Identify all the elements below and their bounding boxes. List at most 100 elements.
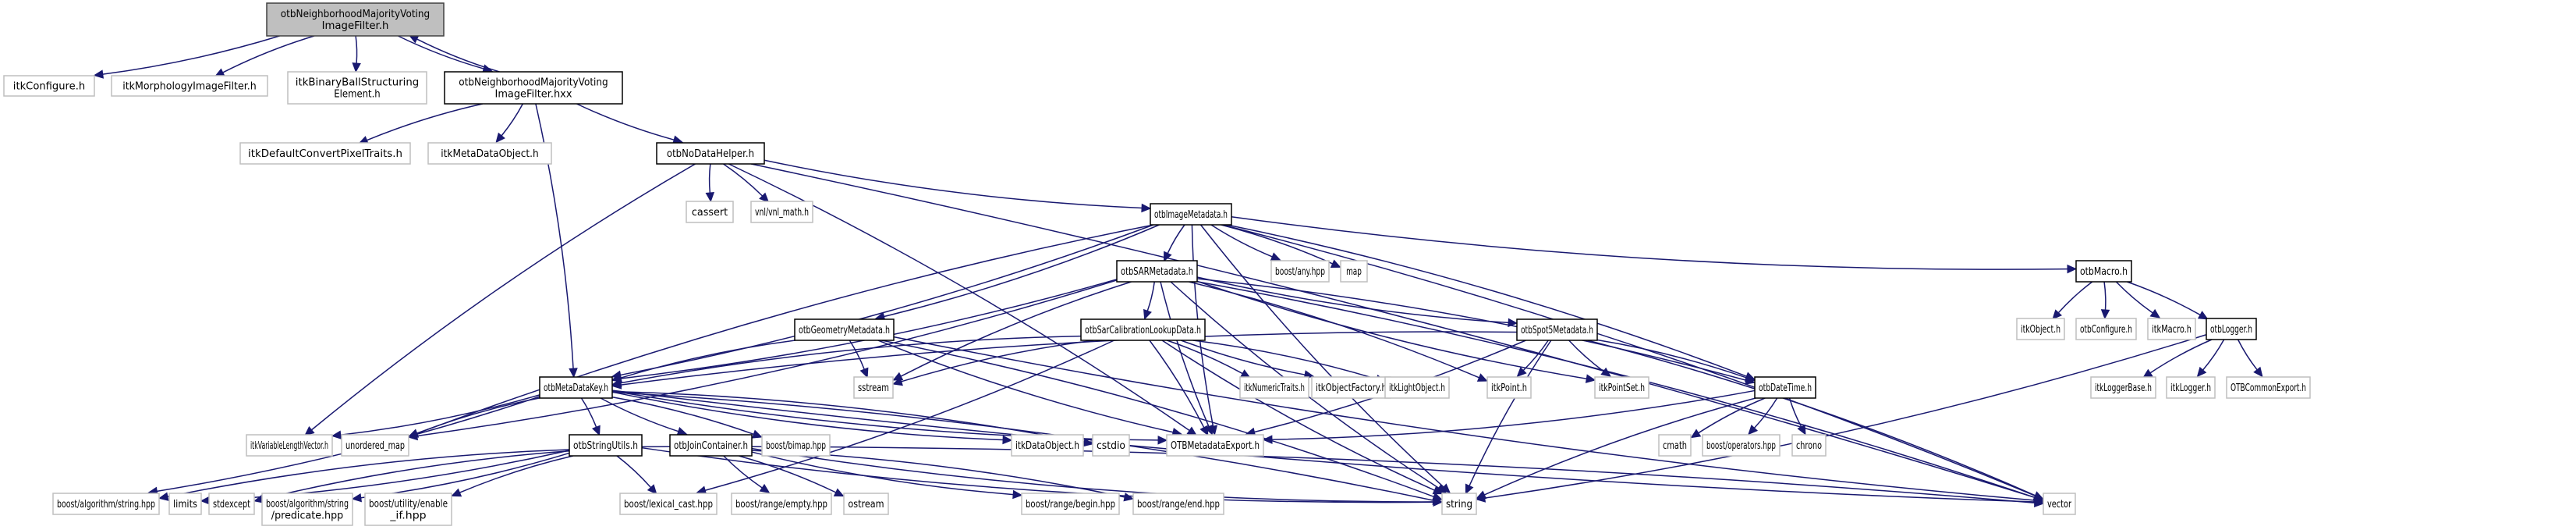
node-cstdio: cstdio — [1092, 434, 1130, 457]
arrowhead-otbMacro-to-otbLogger — [2197, 311, 2209, 320]
arrowhead-otbStringUtils-to-vector — [2034, 498, 2045, 507]
arrowhead-otbSarCalibrationLookupData-to-sstream — [892, 377, 903, 386]
node-label-otbMacro: otbMacro.h — [2080, 266, 2128, 278]
node-label-ostream: ostream — [848, 499, 884, 510]
node-box-boost_range_end — [1132, 493, 1224, 515]
edge-otbSarCalibrationLookupData-to-boost_lexical_cast — [704, 340, 1114, 491]
node-box-OTBMetadataExport — [1166, 434, 1264, 457]
node-boost_any: boost/any.hpp — [1270, 260, 1330, 283]
edge-otbGeometryMetadata-to-otbMetaDataKey — [620, 340, 795, 379]
node-otbSarCalibrationLookupData[interactable]: otbSarCalibrationLookupData.h — [1080, 318, 1206, 341]
node-label-root: ImageFilter.h — [322, 20, 389, 32]
edge-otbDateTime-to-chrono — [1788, 397, 1802, 428]
node-label-chrono: chrono — [1796, 440, 1822, 452]
node-box-otbConfigure — [2075, 318, 2137, 340]
node-otbSARMetadata[interactable]: otbSARMetadata.h — [1116, 260, 1198, 283]
node-label-otbImageMetadata: otbImageMetadata.h — [1154, 209, 1228, 221]
node-box-boost_enable_if — [364, 493, 452, 526]
node-itkConfigure: itkConfigure.h — [3, 75, 95, 97]
node-box-cstdio — [1092, 434, 1130, 457]
node-label-itkLoggerBase: itkLoggerBase.h — [2095, 382, 2152, 394]
node-vector: vector — [2043, 493, 2076, 515]
edge-otbJoinContainer-to-ostream — [739, 455, 837, 493]
edge-otbSARMetadata-to-unordered_map — [416, 279, 1118, 437]
node-label-otbDateTime: otbDateTime.h — [1759, 382, 1812, 394]
edge-otbNoDataHelper-to-vector — [750, 163, 2036, 499]
node-otbMacro[interactable]: otbMacro.h — [2075, 260, 2132, 283]
node-limits: limits — [168, 493, 202, 515]
node-otbDateTime[interactable]: otbDateTime.h — [1754, 376, 1816, 399]
node-cassert: cassert — [686, 201, 734, 223]
node-label-otbNoDataHelper: otbNoDataHelper.h — [667, 148, 754, 160]
edge-otbSARMetadata-to-vector — [1196, 281, 2036, 499]
node-otbStringUtils[interactable]: otbStringUtils.h — [569, 434, 643, 457]
node-otbJoinContainer[interactable]: otbJoinContainer.h — [669, 434, 753, 457]
edge-otbStringUtils-to-boost_predicate — [360, 452, 570, 499]
arrowhead-otbDateTime-to-chrono — [1797, 424, 1806, 436]
arrowhead-otbJoinContainer-to-boost_range_begin — [1012, 489, 1023, 500]
node-root[interactable]: otbNeighborhoodMajorityVotingImageFilter… — [266, 2, 445, 37]
node-itkMacro: itkMacro.h — [2147, 318, 2196, 340]
node-label-itkMorphologyImageFilter: itkMorphologyImageFilter.h — [122, 81, 257, 93]
node-otbImageMetadata[interactable]: otbImageMetadata.h — [1150, 203, 1232, 226]
edge-otbLogger-to-itkLogger — [2202, 339, 2225, 371]
edge-otbDateTime-to-OTBMetadataExport — [1271, 389, 1756, 440]
edge-otbSARMetadata-to-otbSpot5Metadata — [1196, 276, 1509, 324]
node-otbMetaDataKey[interactable]: otbMetaDataKey.h — [539, 376, 613, 399]
node-box-OTBCommonExport — [2226, 376, 2311, 399]
node-box-itkLoggerBase — [2090, 376, 2156, 399]
edge-otbMetaDataKey-to-otbStringUtils — [580, 397, 597, 428]
edge-otbLogger-to-string — [1484, 334, 2207, 499]
edge-otbStringUtils-to-boost_enable_if — [459, 455, 574, 493]
arrowhead-otbSARMetadata-to-otbSpot5Metadata — [1508, 318, 1518, 328]
node-box-itkDataObject — [1011, 434, 1084, 457]
arrowhead-otbStringUtils-to-boost_predicate — [351, 493, 362, 503]
edge-otbSpot5Metadata-to-otbDateTime — [1596, 339, 1747, 379]
node-chrono: chrono — [1791, 434, 1827, 457]
edge-otbJoinContainer-to-boost_range_begin — [751, 451, 1014, 496]
edge-otbMetaDataKey-to-otbJoinContainer — [600, 397, 679, 432]
edge-otbSarCalibrationLookupData-to-itkNumericTraits — [1166, 340, 1243, 375]
node-hxx[interactable]: otbNeighborhoodMajorityVotingImageFilter… — [444, 71, 623, 105]
node-box-stdexcept — [208, 493, 255, 515]
edge-otbStringUtils-to-vector — [641, 446, 2036, 503]
edge-otbSarCalibrationLookupData-to-OTBMetadataExport — [1149, 340, 1205, 429]
node-itkLightObject: itkLightObject.h — [1384, 376, 1450, 399]
node-box-boost_any — [1270, 260, 1330, 283]
node-label-boost_range_empty: boost/range/empty.hpp — [735, 499, 827, 510]
node-label-vnl_math: vnl/vnl_math.h — [755, 207, 809, 219]
node-OTBMetadataExport: OTBMetadataExport.h — [1166, 434, 1264, 457]
arrowhead-otbSARMetadata-to-otbSarCalibrationLookupData — [1143, 308, 1152, 320]
node-otbNoDataHelper[interactable]: otbNoDataHelper.h — [656, 142, 765, 165]
node-label-itkDefaultConvertPixelTraits: itkDefaultConvertPixelTraits.h — [248, 148, 402, 160]
node-box-boost_range_empty — [731, 493, 832, 515]
node-label-cassert: cassert — [692, 207, 728, 219]
edge-otbMetaDataKey-to-vector — [611, 389, 2036, 503]
node-itkNumericTraits: itkNumericTraits.h — [1239, 376, 1309, 399]
edge-otbImageMetadata-to-string — [1199, 224, 1444, 488]
arrowhead-otbSpot5Metadata-to-string — [1465, 483, 1474, 495]
edge-otbNoDataHelper-to-vnl_math — [723, 163, 764, 197]
arrowhead-otbSpot5Metadata-to-otbMetaDataKey — [611, 380, 622, 389]
arrowhead-otbStringUtils-to-boost_enable_if — [451, 488, 462, 497]
node-itkLogger: itkLogger.h — [2166, 376, 2216, 399]
edge-otbNoDataHelper-to-OTBMetadataExport — [728, 163, 1190, 432]
edge-otbDateTime-to-string — [1484, 397, 1756, 496]
node-label-itkBinaryBall: Element.h — [334, 89, 380, 101]
edge-otbGeometryMetadata-to-vector — [893, 336, 2036, 501]
edge-otbStringUtils-to-boost_lexical_cast — [616, 455, 652, 489]
edge-otbImageMetadata-to-otbGeometryMetadata — [884, 224, 1160, 318]
arrowhead-otbNoDataHelper-to-OTBMetadataExport — [1186, 426, 1198, 436]
edge-otbMacro-to-otbConfigure — [2103, 281, 2107, 311]
node-otbGeometryMetadata[interactable]: otbGeometryMetadata.h — [794, 318, 895, 341]
node-box-vnl_math — [750, 201, 813, 223]
node-label-otbSARMetadata: otbSARMetadata.h — [1121, 266, 1193, 278]
edge-otbSARMetadata-to-OTBMetadataExport — [1160, 281, 1210, 427]
node-otbLogger[interactable]: otbLogger.h — [2206, 318, 2257, 340]
arrowhead-otbSARMetadata-to-itkPointSet — [1585, 374, 1596, 383]
node-otbSpot5Metadata[interactable]: otbSpot5Metadata.h — [1516, 318, 1598, 341]
arrowhead-otbImageMetadata-to-boost_any — [1270, 252, 1281, 261]
node-label-cstdio: cstdio — [1097, 440, 1125, 452]
arrowhead-otbDateTime-to-cmath — [1690, 429, 1702, 439]
